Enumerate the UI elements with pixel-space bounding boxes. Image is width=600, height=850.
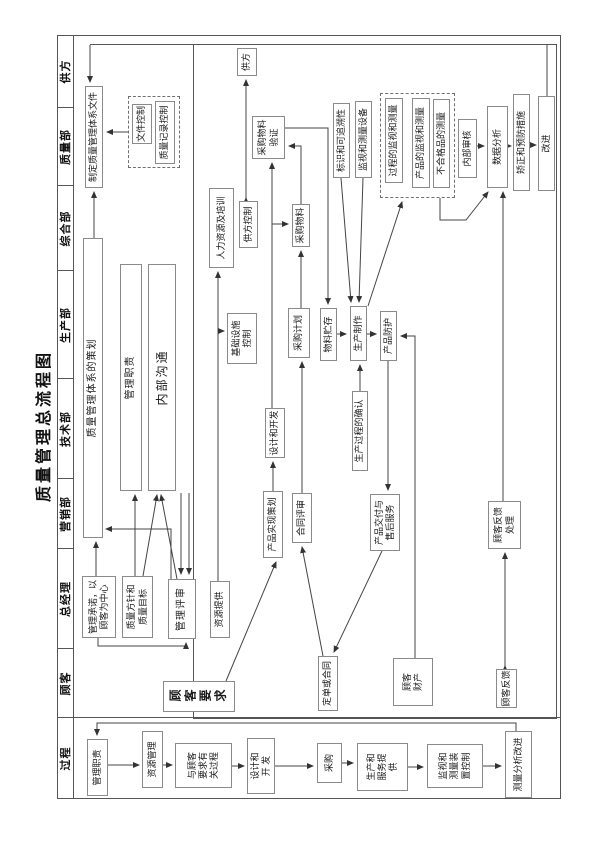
node-process-monitoring: 过程的监视和测量 — [385, 98, 403, 183]
process-step-resource-management: 资源管理 — [142, 731, 163, 788]
node-supplier-control: 供方控制 — [239, 201, 258, 248]
node-data-analysis: 数据分析 — [487, 106, 508, 188]
node-product-monitoring: 产品的监视和测量 — [412, 98, 430, 188]
node-purchased-material: 采购物料 — [292, 204, 310, 247]
node-order-or-contract: 定单或合同 — [318, 656, 338, 711]
node-design-development: 设计和开发 — [265, 408, 285, 458]
node-product-realization-planning: 产品实现策划 — [263, 491, 283, 558]
node-product-preservation: 产品防护 — [380, 311, 397, 361]
node-production: 生产制作 — [350, 306, 367, 361]
node-monitoring-measuring-devices: 监视和测量设备 — [355, 101, 372, 178]
node-resource-provision: 资源提供 — [210, 581, 230, 638]
node-customer-requirements: 顾客要求 — [163, 681, 235, 712]
node-quality-policy-objectives: 质量方针和 质量目标 — [122, 576, 153, 638]
node-quality-record-control: 质量记录控制 — [155, 101, 175, 164]
table-border — [57, 35, 561, 799]
process-step-production-service: 生产和 服务提 供 — [357, 743, 408, 791]
node-management-commitment: 管理承诺，以 顾客为中心 — [82, 576, 116, 638]
node-establish-qms-documents: 制定质量管理体系文件 — [85, 86, 103, 188]
process-step-purchasing: 采购 — [317, 743, 342, 783]
node-customer-property: 顾客 财产 — [393, 658, 433, 706]
node-hr-and-training: 人力资源及培训 — [209, 188, 234, 268]
process-step-design-development: 设计和 开 发 — [247, 738, 275, 794]
process-step-customer-related: 与顾客 要求有 关过程 — [175, 743, 232, 788]
node-identification-traceability: 标识和可追溯性 — [333, 103, 350, 178]
main-flow-border — [193, 44, 557, 719]
node-customer-feedback: 顾客反馈 — [496, 669, 517, 708]
node-material-storage: 物料贮存 — [320, 308, 337, 361]
node-supplier: 供方 — [237, 48, 257, 76]
node-purchased-material-verification: 采购物料 验证 — [252, 116, 285, 159]
node-management-duty: 管理职责 — [120, 264, 142, 491]
process-step-monitoring-device-control: 监视和 测量装 置控制 — [427, 744, 483, 788]
node-management-review: 管理评审 — [168, 579, 196, 639]
node-document-control: 文件控制 — [132, 104, 152, 144]
node-infrastructure-control: 基础设施 控制 — [227, 313, 257, 364]
node-purchase-plan: 采购计划 — [288, 308, 310, 358]
node-internal-audit: 内部审核 — [458, 119, 477, 178]
node-delivery-after-sales: 产品交付与 售后服务 — [370, 494, 400, 551]
process-step-measurement-analysis-improvement: 测量分析改进 — [505, 731, 532, 798]
node-corrective-preventive-action: 矫正和预防措施 — [513, 94, 530, 191]
node-contract-review: 合同评审 — [292, 493, 312, 543]
node-nonconforming-measurement: 不合格品的测量 — [433, 99, 450, 188]
node-improvement: 改进 — [538, 96, 555, 191]
node-internal-communication: 内部沟通 — [148, 264, 176, 491]
node-customer-feedback-handling: 顾客反馈 处理 — [488, 501, 521, 549]
node-qms-planning: 质量管理体系的策划 — [83, 238, 103, 538]
process-step-management-duty: 管理职责 — [87, 739, 108, 796]
node-production-process-validation: 生产过程的确认 — [352, 391, 368, 471]
